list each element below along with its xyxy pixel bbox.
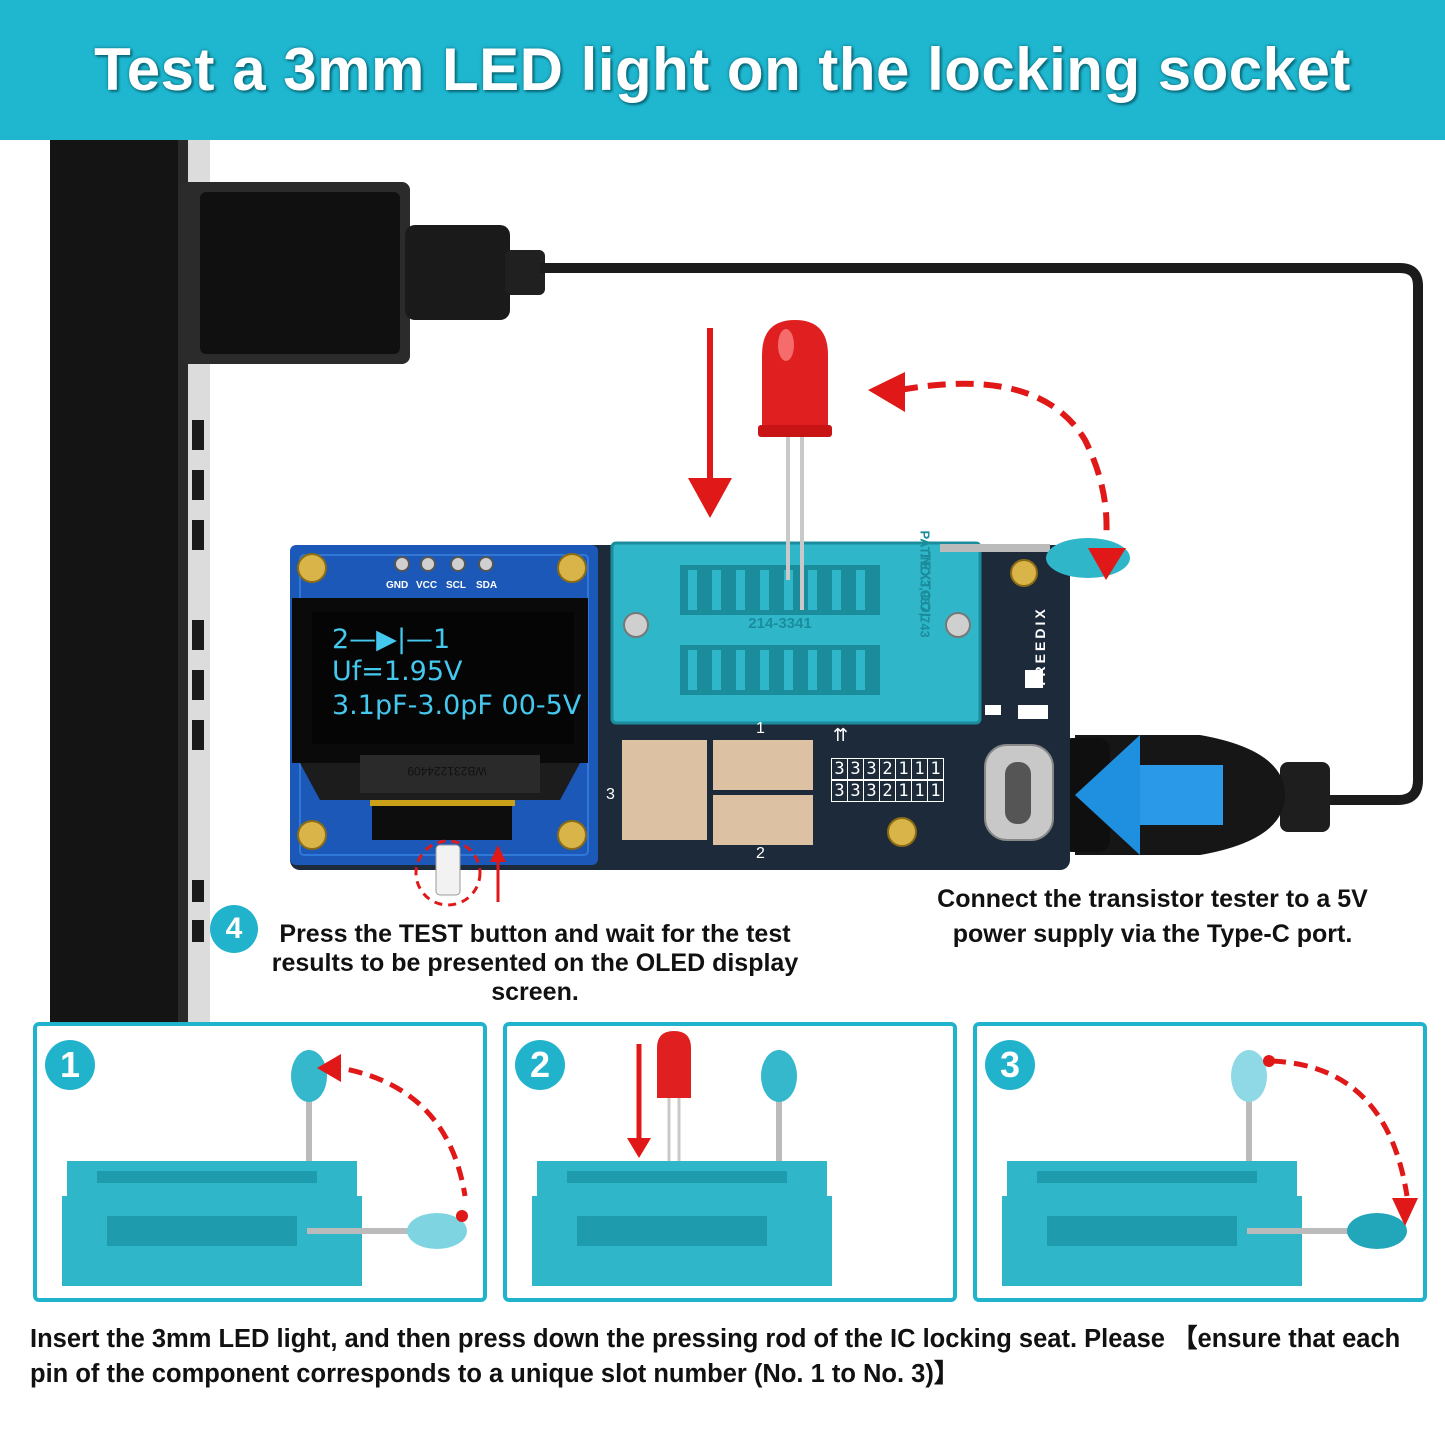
pin-label-scl: SCL	[446, 580, 466, 591]
slot-number-1: 1	[756, 720, 765, 737]
grid-cell: 3	[847, 780, 864, 802]
grid-cell: 1	[911, 780, 928, 802]
page-title: Test a 3mm LED light on the locking sock…	[94, 36, 1351, 103]
blue-insert-arrow	[1075, 735, 1223, 855]
pcb-board	[290, 538, 1130, 907]
grid-cell: 2	[879, 758, 896, 780]
slot-number-2: 2	[756, 845, 765, 862]
red-lever-arrow	[868, 372, 1126, 580]
step-1-illustration	[62, 1050, 468, 1286]
grid-cell: 1	[895, 758, 912, 780]
header-banner	[0, 0, 1445, 140]
socket-patent: PAT.NO.3,957,743	[917, 530, 933, 638]
grid-cell: 3	[831, 758, 848, 780]
step-panel-2: 2	[503, 1022, 957, 1302]
oled-line-voltage: Uf=1.95V	[332, 656, 463, 687]
step-badge-3: 3	[985, 1040, 1035, 1090]
step-badge-1: 1	[45, 1040, 95, 1090]
ribbon-code: WB231224409	[407, 764, 487, 778]
product-scene	[50, 140, 1423, 1025]
arrow-marks: ⇈	[833, 725, 849, 745]
grid-cell: 3	[847, 758, 864, 780]
brand-label: TREEDIX	[1032, 606, 1048, 688]
grid-cell: 2	[879, 780, 896, 802]
red-test-arrow	[490, 845, 506, 902]
grid-cell: 3	[831, 780, 848, 802]
pin-label-sda: SDA	[476, 580, 498, 591]
step-panel-1: 1	[33, 1022, 487, 1302]
grid-cell: 1	[911, 758, 928, 780]
test-instruction: Press the TEST button and wait for the t…	[271, 920, 799, 1006]
grid-cell: 1	[927, 758, 944, 780]
socket-code: 214-3341	[748, 615, 812, 632]
oled-line-diode: 2—▶|—1	[332, 624, 451, 655]
slot-number-3: 3	[606, 786, 615, 803]
step-panel-3: 3	[973, 1022, 1427, 1302]
red-down-arrow	[688, 328, 732, 518]
oled-line-capacitance: 3.1pF-3.0pF 00-5V	[332, 690, 582, 721]
footer-caption: Insert the 3mm LED light, and then press…	[30, 1325, 1401, 1388]
grid-cell: 1	[895, 780, 912, 802]
pin-label-vcc: VCC	[416, 580, 438, 591]
monitor-illustration	[50, 140, 210, 1025]
step-2-illustration	[532, 1031, 832, 1286]
led-component	[758, 320, 832, 610]
pin-label-gnd: GND	[386, 580, 409, 591]
grid-cell: 3	[863, 780, 880, 802]
grid-cell: 3	[863, 758, 880, 780]
step-badge-4: 4	[210, 905, 258, 953]
power-instruction: Connect the transistor tester to a 5V po…	[937, 885, 1368, 948]
step-badge-2: 2	[515, 1040, 565, 1090]
usb-cable	[180, 182, 1423, 855]
grid-cell: 1	[927, 780, 944, 802]
step-3-illustration	[1002, 1050, 1418, 1286]
